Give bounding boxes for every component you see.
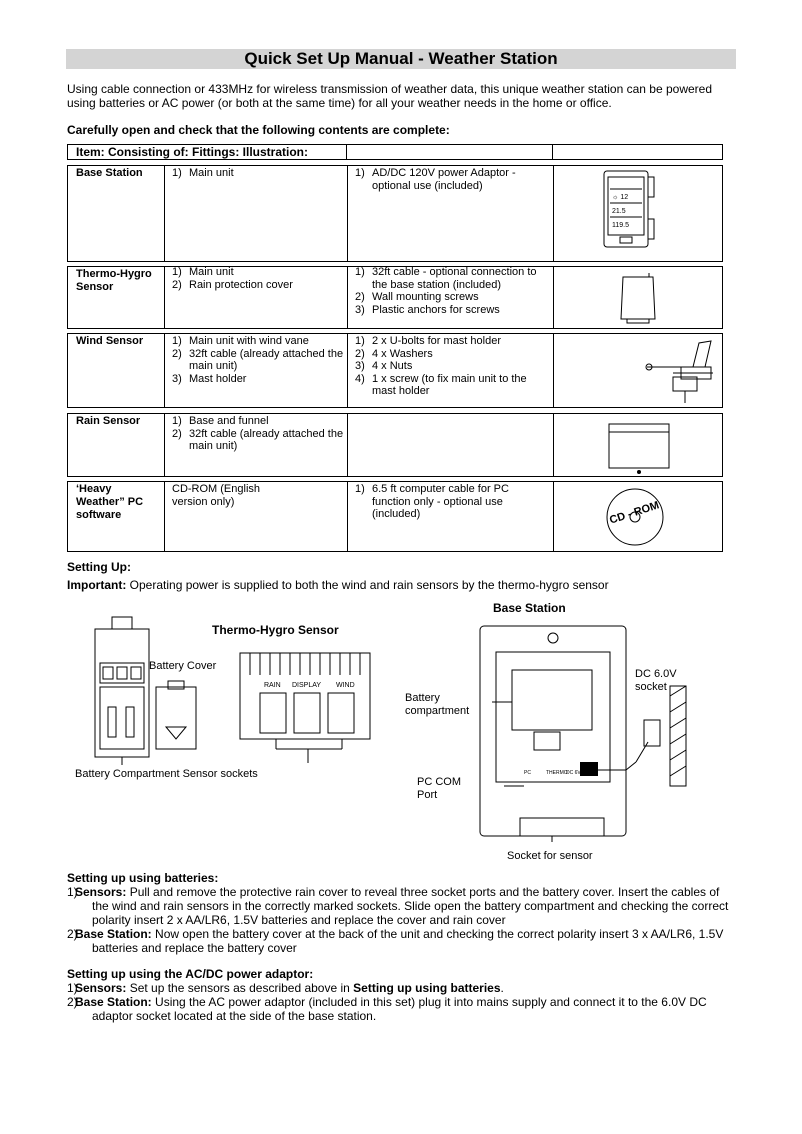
list-item: 1)Main unit with wind vane (172, 335, 309, 347)
setting-up-heading: Setting Up: (67, 560, 131, 574)
table-row: Thermo-Hygro Sensor 1)Main unit 2)Rain p… (67, 266, 723, 329)
svg-text:THERMO: THERMO (546, 770, 568, 776)
table-row: Rain Sensor 1)Base and funnel 2)32ft cab… (67, 413, 723, 477)
cd-rom-illustration: CD - ROM (606, 488, 664, 546)
list-item: 2)Rain protection cover (172, 278, 293, 291)
list-item: 2)Wall mounting screws (355, 291, 479, 304)
fittings-list: 1)32ft cable - optional connection to th… (355, 266, 545, 316)
consisting-list: 1)Main unit 2)Rain protection cover (172, 266, 344, 291)
list-item: 1)6.5 ft computer cable for PC function … (355, 483, 509, 521)
contents-heading: Carefully open and check that the follow… (67, 123, 450, 137)
svg-text:DC 6V: DC 6V (566, 770, 581, 776)
item-name: Rain Sensor (76, 415, 141, 427)
list-item: 1)Sensors: Pull and remove the protectiv… (67, 885, 729, 927)
socket-for-sensor-label: Socket for sensor (507, 850, 593, 862)
fittings-list: 1)2 x U-bolts for mast holder 2)4 x Wash… (355, 335, 545, 398)
svg-text:☼ 12: ☼ 12 (612, 194, 628, 201)
list-item: 1)2 x U-bolts for mast holder (355, 335, 501, 347)
list-item: 4)1 x screw (to fix main unit to the mas… (355, 372, 527, 398)
socket-label: WIND (336, 682, 355, 689)
adaptor-steps: 1)Sensors: Set up the sensors as describ… (67, 981, 737, 1023)
list-item: 1)Base and funnel (172, 415, 269, 427)
thermo-diagram-title: Thermo-Hygro Sensor (212, 623, 339, 637)
list-item: 2)32ft cable (already attached the main … (172, 347, 344, 373)
table-row: Wind Sensor 1)Main unit with wind vane 2… (67, 333, 723, 408)
list-item: 3)Mast holder (172, 372, 247, 385)
thermo-sensor-illustration (620, 273, 656, 324)
list-item: 2)Base Station: Now open the battery cov… (67, 927, 724, 955)
socket-label: RAIN (264, 682, 281, 689)
batteries-heading: Setting up using batteries: (67, 871, 219, 885)
base-station-diagram-title: Base Station (493, 601, 566, 615)
svg-text:21.5: 21.5 (612, 208, 626, 215)
fittings-list: 1)AD/DC 120V power Adaptor - optional us… (355, 167, 545, 192)
list-item: 2)Base Station: Using the AC power adapt… (67, 995, 707, 1023)
batteries-steps: 1)Sensors: Pull and remove the protectiv… (67, 885, 737, 955)
item-name: Base Station (76, 167, 143, 179)
svg-text:PC: PC (524, 770, 531, 776)
list-item: 3)4 x Nuts (355, 360, 413, 373)
list-item: 2)32ft cable (already attached the main … (172, 427, 344, 453)
list-item: 3)Plastic anchors for screws (355, 303, 500, 316)
base-station-illustration: ☼ 12 21.5 119.5 (603, 170, 655, 248)
consisting-list: 1)Main unit (172, 167, 344, 180)
list-item: 1)Main unit (172, 167, 234, 179)
adaptor-heading: Setting up using the AC/DC power adaptor… (67, 967, 314, 981)
cd-label: CD - ROM (608, 499, 661, 526)
dc-socket-label: DC 6.0V socket (635, 668, 677, 693)
wind-sensor-illustration (645, 340, 713, 403)
base-station-back-diagram: PC THERMO DC 6V (479, 625, 687, 842)
important-note: Important: Operating power is supplied t… (67, 578, 609, 592)
consisting-text: CD-ROM (English version only) (172, 483, 261, 508)
list-item: 1)Sensors: Set up the sensors as describ… (67, 981, 504, 995)
list-item: 2)4 x Washers (355, 347, 433, 360)
table-header-text: Item: Consisting of: Fittings: Illustrat… (76, 145, 308, 159)
fittings-list: 1)6.5 ft computer cable for PC function … (355, 483, 535, 521)
pc-com-port-label: PC COM Port (417, 776, 461, 801)
svg-text:119.5: 119.5 (612, 222, 629, 229)
page-title: Quick Set Up Manual - Weather Station (66, 49, 736, 69)
item-name: Thermo-Hygro Sensor (76, 268, 152, 293)
table-row: ‘Heavy Weather” PC software CD-ROM (Engl… (67, 481, 723, 552)
rain-sensor-illustration (608, 423, 670, 474)
socket-label: DISPLAY (292, 682, 321, 689)
thermo-hygro-diagram: RAIN DISPLAY WIND (94, 616, 371, 765)
consisting-list: 1)Base and funnel 2)32ft cable (already … (172, 415, 344, 453)
battery-compartment-label: Battery compartment (405, 692, 470, 717)
table-header: Item: Consisting of: Fittings: Illustrat… (67, 144, 723, 160)
battery-cover-label: Battery Cover (149, 660, 217, 672)
list-item: 1)32ft cable - optional connection to th… (355, 266, 537, 291)
item-name: Wind Sensor (76, 335, 144, 347)
consisting-list: 1)Main unit with wind vane 2)32ft cable … (172, 335, 347, 385)
list-item: 1)AD/DC 120V power Adaptor - optional us… (355, 167, 516, 192)
intro-paragraph: Using cable connection or 433MHz for wir… (67, 82, 713, 110)
list-item: 1)Main unit (172, 266, 234, 278)
battery-compartment-sensor-sockets-label: Battery Compartment Sensor sockets (75, 768, 258, 780)
item-name: ‘Heavy Weather” PC software (76, 483, 144, 521)
table-row: Base Station 1)Main unit 1)AD/DC 120V po… (67, 165, 723, 262)
